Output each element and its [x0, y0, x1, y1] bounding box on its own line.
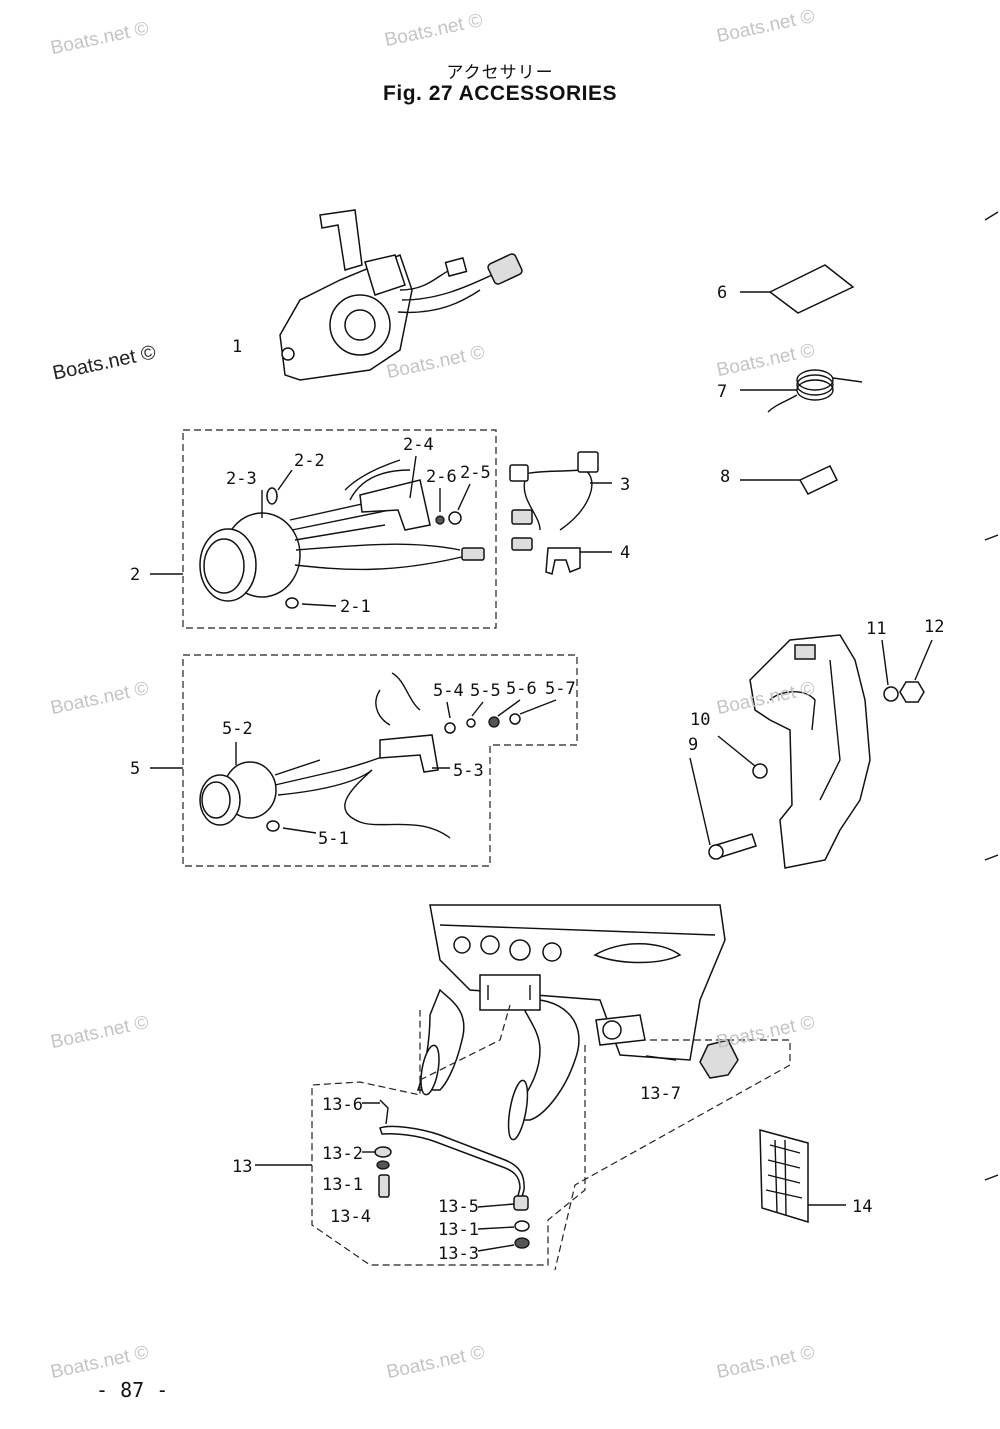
callout-11: 11 — [866, 619, 886, 639]
clip-illustration — [545, 547, 581, 575]
callout-4: 4 — [620, 543, 630, 563]
callout-13: 13 — [232, 1157, 252, 1177]
callout-2-1: 2-1 — [340, 597, 371, 617]
engine-lower-assembly-illustration — [416, 904, 739, 1141]
plate-illustration — [768, 264, 855, 314]
coil-illustration — [767, 369, 863, 413]
clamp-bracket-illustration — [708, 634, 925, 869]
callout-13-4: 13-4 — [330, 1207, 371, 1227]
kit-2-dashed-outline — [182, 429, 497, 629]
callout-13-1-lower: 13-1 — [438, 1220, 479, 1240]
remote-control-box-illustration — [279, 209, 523, 381]
callout-2: 2 — [130, 565, 140, 585]
wire-harness-illustration — [509, 451, 599, 551]
callout-13-7: 13-7 — [640, 1084, 681, 1104]
page-number: - 87 - — [96, 1378, 169, 1402]
callout-9: 9 — [688, 735, 698, 755]
callout-13-5: 13-5 — [438, 1197, 479, 1217]
kit-13-dashed-outline — [311, 1010, 586, 1266]
callout-2-3: 2-3 — [226, 469, 257, 489]
callout-5-7: 5-7 — [545, 679, 576, 699]
callout-13-2: 13-2 — [322, 1144, 363, 1164]
callout-2-5: 2-5 — [460, 463, 491, 483]
callout-3: 3 — [620, 475, 630, 495]
callout-14: 14 — [852, 1197, 872, 1217]
callout-5-4: 5-4 — [433, 681, 464, 701]
callout-5-2: 5-2 — [222, 719, 253, 739]
callout-13-3: 13-3 — [438, 1244, 479, 1264]
kit-13-dashed-link — [419, 1004, 511, 1081]
callout-8: 8 — [720, 467, 730, 487]
tiller-link-rod-illustration — [374, 1099, 530, 1249]
callout-2-2: 2-2 — [294, 451, 325, 471]
figure-title: Fig. 27 ACCESSORIES — [383, 82, 617, 105]
callout-2-6: 2-6 — [426, 467, 457, 487]
trim-meter-illustration — [199, 672, 521, 839]
callout-1: 1 — [232, 337, 242, 357]
caution-label-illustration — [759, 1129, 809, 1224]
callout-7: 7 — [717, 382, 727, 402]
kit-13-dashed-outline-right — [554, 1039, 791, 1271]
callout-5-6: 5-6 — [506, 679, 537, 699]
figure-title-japanese: アクセサリー — [446, 63, 554, 83]
callout-12: 12 — [924, 617, 944, 637]
callout-5-5: 5-5 — [470, 681, 501, 701]
callout-2-4: 2-4 — [403, 435, 434, 455]
callout-13-6: 13-6 — [322, 1095, 363, 1115]
tachometer-illustration — [199, 459, 485, 609]
callout-5-3: 5-3 — [453, 761, 484, 781]
callout-10: 10 — [690, 710, 710, 730]
plug-illustration — [798, 465, 839, 495]
callout-13-1: 13-1 — [322, 1175, 363, 1195]
callout-6: 6 — [717, 283, 727, 303]
callout-5-1: 5-1 — [318, 829, 349, 849]
callout-5: 5 — [130, 759, 140, 779]
